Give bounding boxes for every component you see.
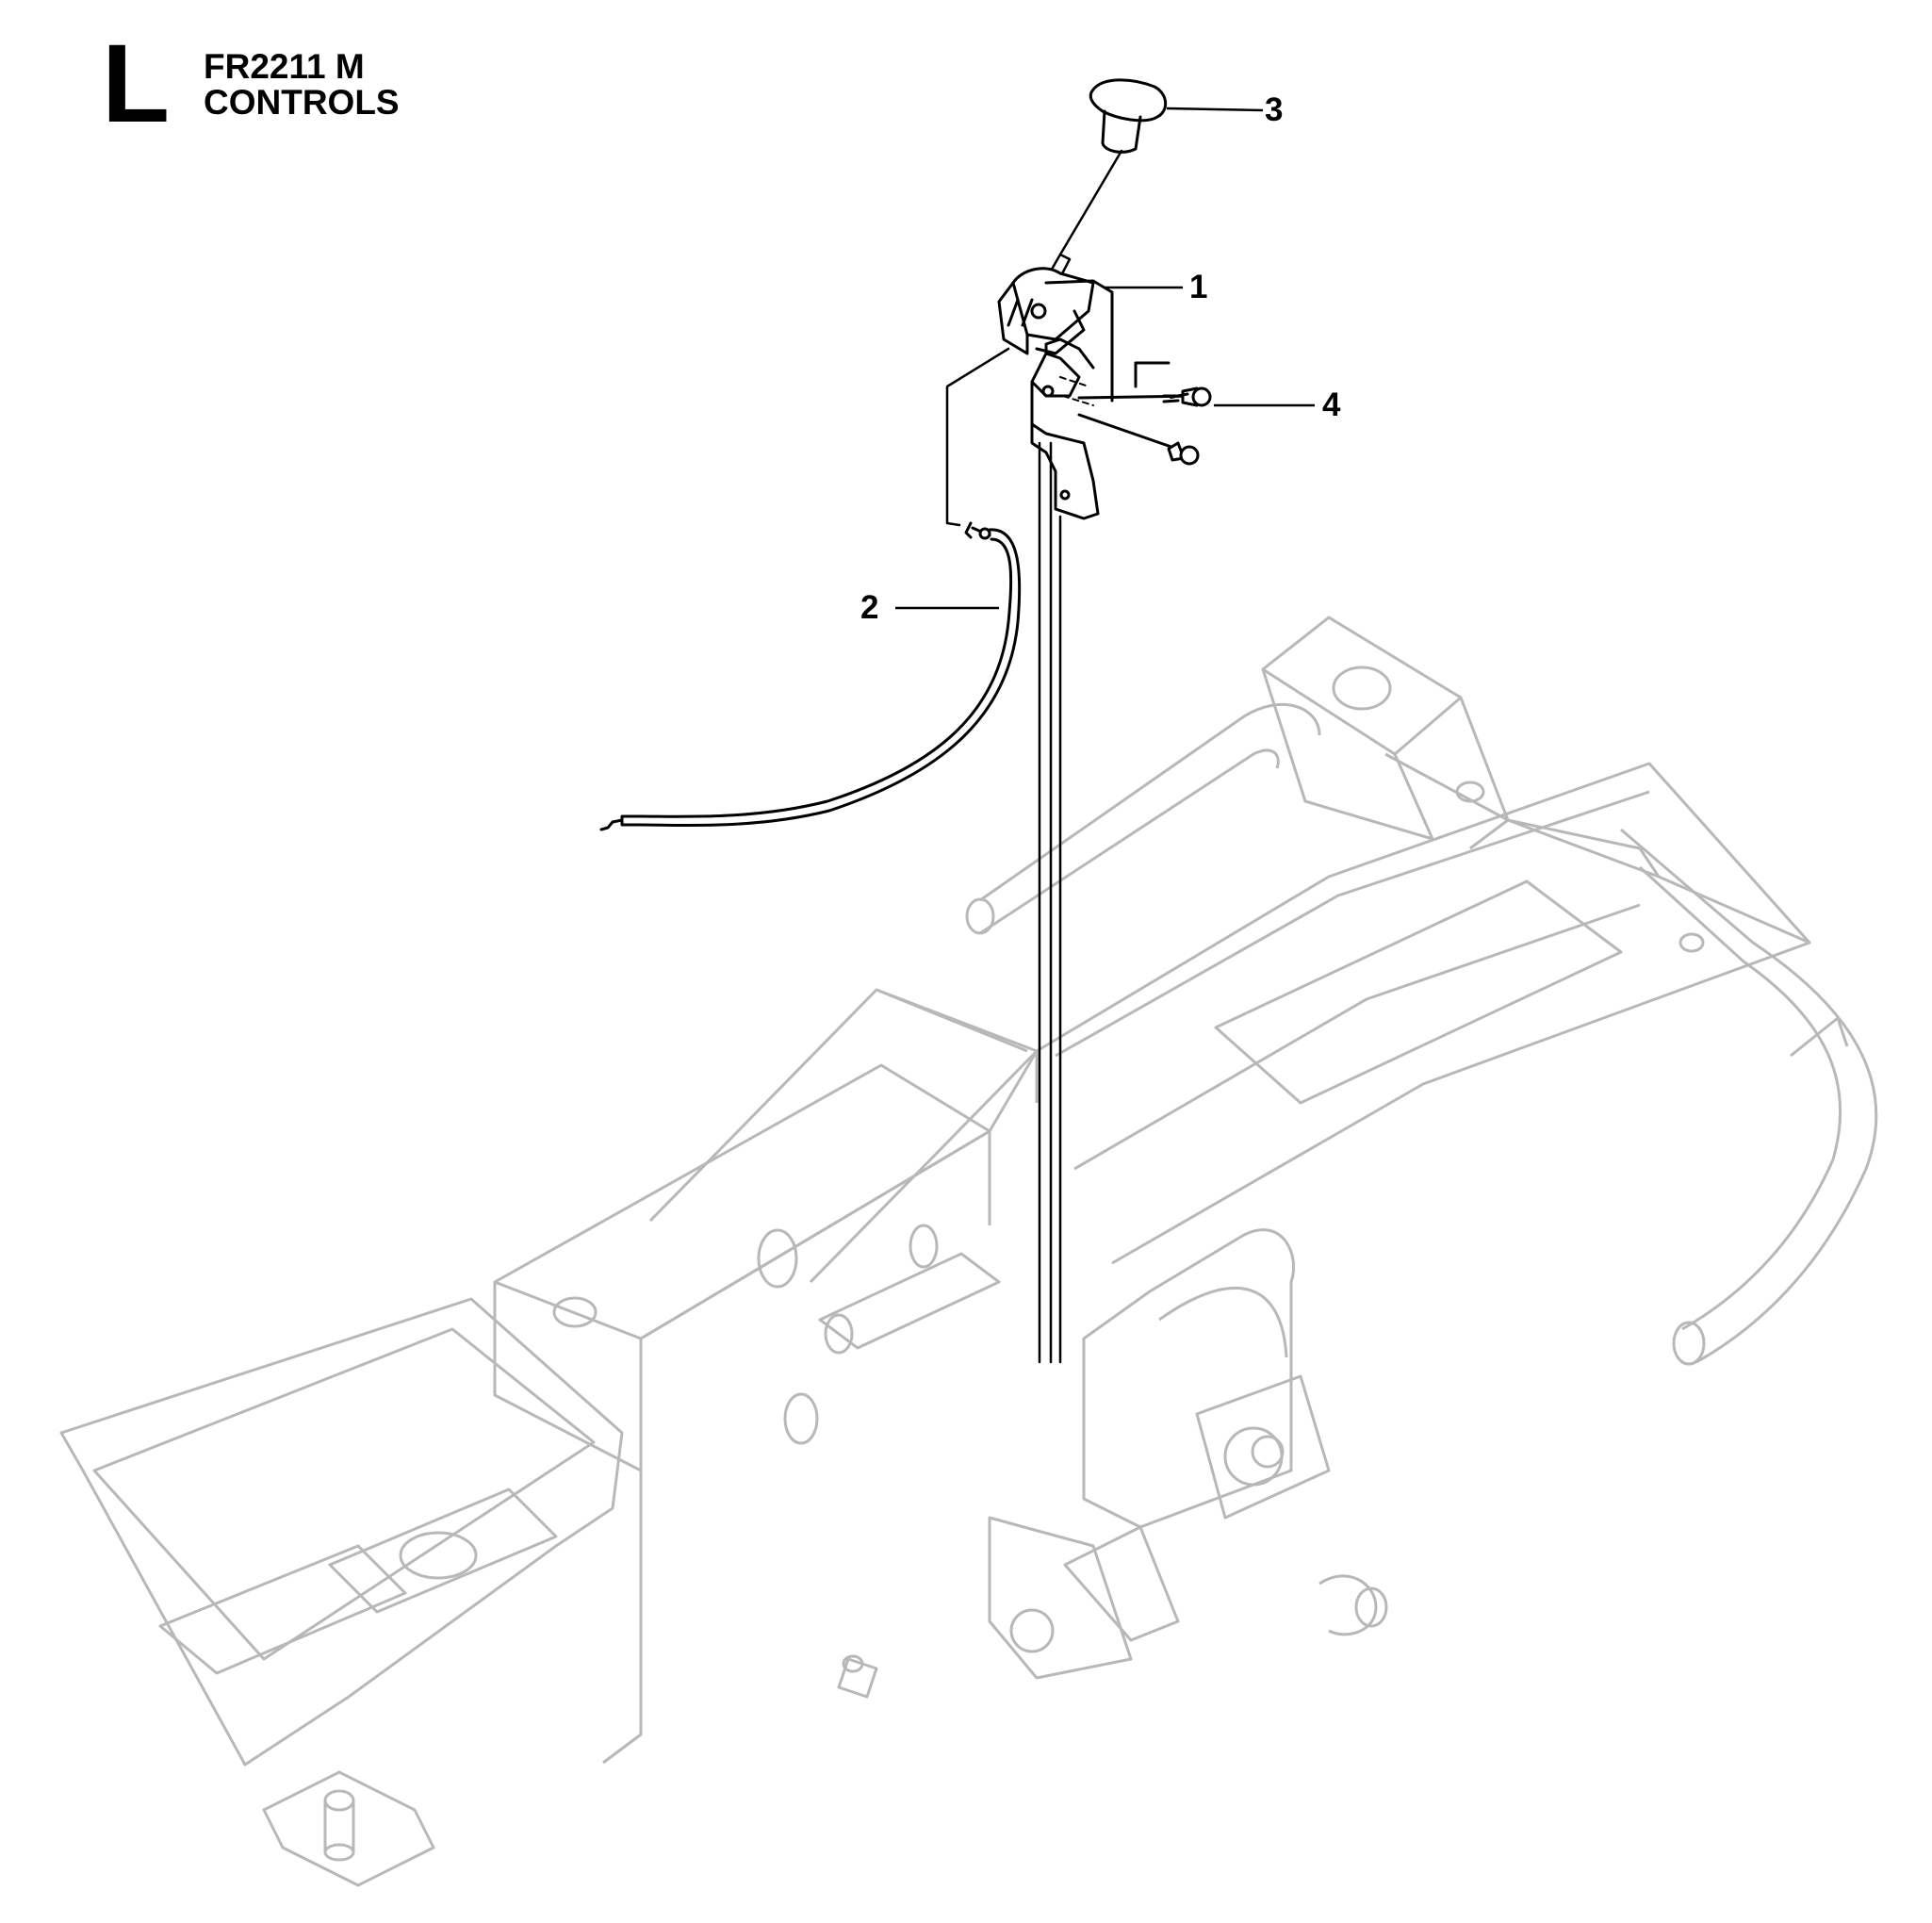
callout-2: 2 [860,589,879,626]
title-block: FR2211 M CONTROLS [204,49,400,121]
tractor-frame [59,616,1878,1887]
throttle-cable [599,521,1022,831]
control-parts [599,78,1212,1364]
lever-shaft [1058,149,1123,256]
model-name: FR2211 M [204,47,365,86]
control-rods [1038,441,1062,1364]
callout-1: 1 [1189,269,1208,305]
knob-part [1089,78,1168,154]
leader-lines [895,107,1315,610]
section-title: CONTROLS [204,83,400,122]
control-lever-assembly [997,267,1114,520]
callout-3: 3 [1265,91,1284,128]
screws-part [1077,361,1212,466]
callout-4: 4 [1322,386,1341,423]
section-letter: L [102,22,171,146]
